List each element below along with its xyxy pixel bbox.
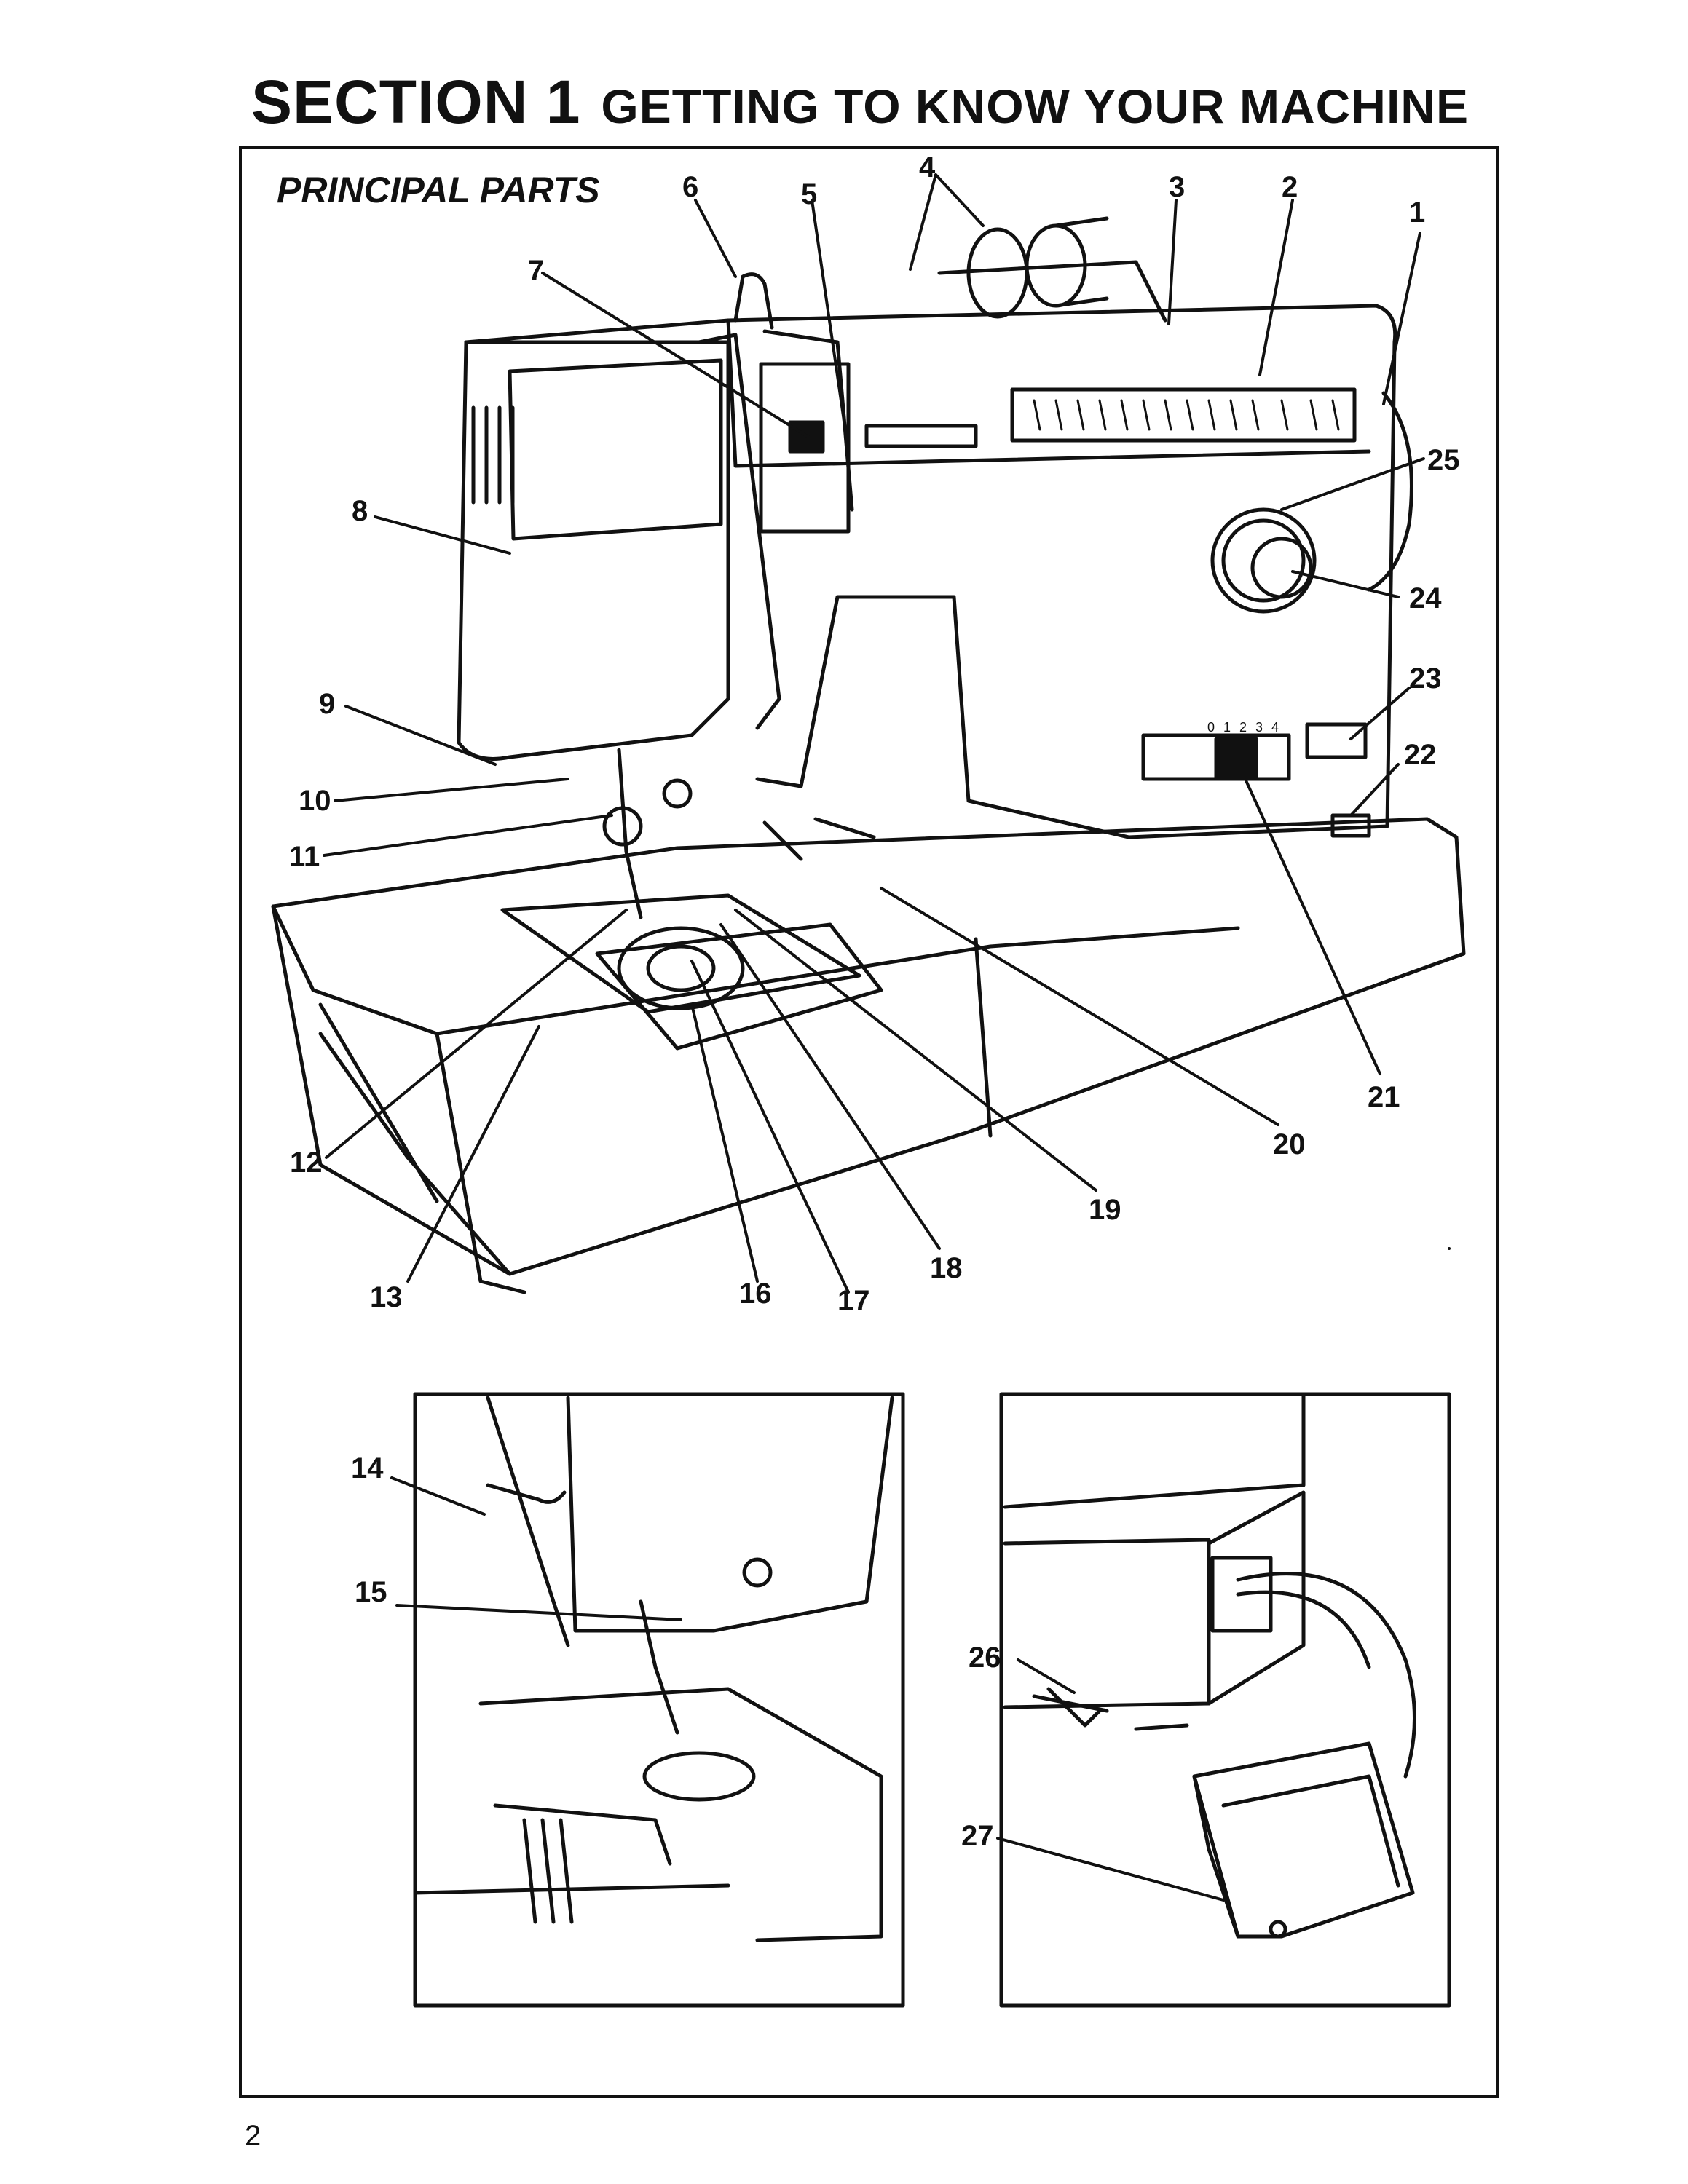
callout-17: 17 (837, 1285, 870, 1317)
machine-head (457, 340, 730, 761)
stitch-dial (1210, 507, 1317, 614)
leader-14 (390, 1476, 486, 1516)
tension-panel (759, 362, 851, 534)
bobbin (617, 926, 745, 1010)
page-number: 2 (245, 2120, 261, 2152)
callout-1: 1 (1409, 197, 1426, 229)
figure-frame (239, 146, 1499, 2098)
dial-mark-4: 4 (1271, 720, 1279, 735)
section-number: SECTION 1 (251, 68, 581, 136)
callout-4: 4 (919, 151, 936, 183)
callout-11: 11 (289, 841, 320, 873)
dial-mark-3: 3 (1255, 720, 1263, 735)
callout-8: 8 (352, 495, 368, 527)
callout-24: 24 (1409, 582, 1442, 614)
callout-6: 6 (682, 171, 699, 203)
callout-2: 2 (1282, 171, 1298, 203)
stitch-chart (1010, 387, 1357, 443)
callout-5: 5 (801, 178, 818, 210)
power-cord (1236, 1572, 1416, 1779)
inset-right (999, 1392, 1451, 2008)
callout-18: 18 (930, 1252, 963, 1284)
dial-mark-2: 2 (1239, 720, 1247, 735)
section-subtitle: GETTING TO KNOW YOUR MACHINE (601, 79, 1469, 133)
machine-base (271, 817, 1466, 1276)
needle-plate (500, 893, 861, 1014)
callout-19: 19 (1089, 1194, 1121, 1226)
leader-lines (323, 173, 1451, 1294)
hand-wheel (1367, 391, 1413, 592)
callout-22: 22 (1404, 739, 1437, 771)
callout-25: 25 (1427, 444, 1460, 476)
inset-left (413, 1392, 905, 2008)
callout-10: 10 (299, 785, 331, 817)
callout-7: 7 (528, 255, 545, 287)
slide-plate (595, 922, 883, 1051)
plug (1032, 1687, 1109, 1728)
spool-pin (937, 260, 1167, 323)
figure-heading: PRINCIPAL PARTS (277, 170, 600, 210)
callout-3: 3 (1169, 171, 1186, 203)
dial-mark-1: 1 (1223, 720, 1231, 735)
callout-21: 21 (1368, 1081, 1400, 1113)
dial-mark-0: 0 (1207, 720, 1215, 735)
leader-27 (996, 1837, 1225, 1902)
callout-13: 13 (370, 1281, 403, 1313)
machine-arm (464, 304, 1397, 839)
section-title: SECTION 1 GETTING TO KNOW YOUR MACHINE (251, 67, 1518, 140)
leader-15 (395, 1604, 682, 1621)
needle-bar (617, 748, 643, 919)
callout-15: 15 (355, 1576, 387, 1608)
callout-12: 12 (290, 1147, 323, 1179)
leader-26 (1017, 1658, 1076, 1694)
callout-14: 14 (351, 1452, 384, 1484)
callout-26: 26 (969, 1642, 1001, 1674)
callout-16: 16 (739, 1278, 772, 1310)
callout-27: 27 (961, 1820, 994, 1852)
callout-23: 23 (1409, 662, 1442, 695)
callout-9: 9 (319, 688, 336, 720)
callout-20: 20 (1273, 1128, 1306, 1160)
